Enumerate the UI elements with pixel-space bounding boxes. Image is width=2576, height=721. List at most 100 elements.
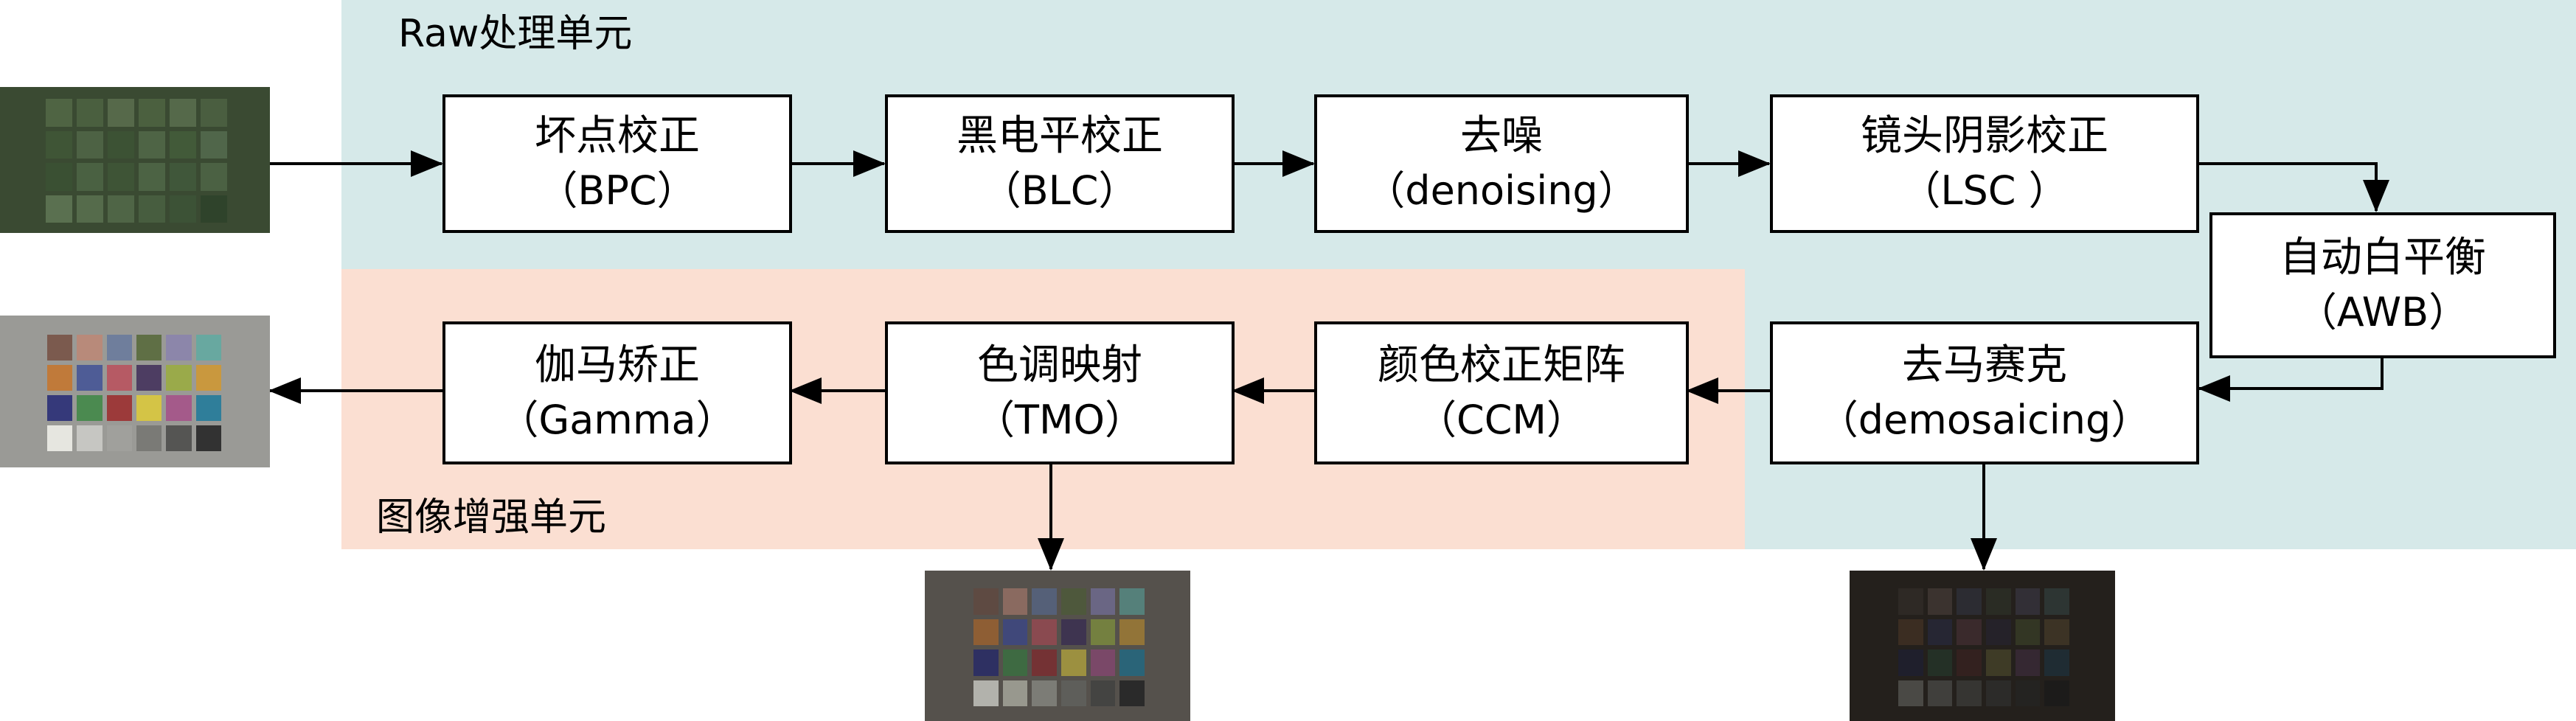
color-patch: [1032, 619, 1057, 645]
block-gamma: 伽马矫正 （Gamma）: [442, 321, 792, 464]
color-patch: [1957, 619, 1982, 645]
color-patch: [170, 130, 196, 159]
raw-region-label: Raw处理单元: [398, 12, 633, 56]
color-patch: [106, 365, 132, 391]
color-patch: [1061, 680, 1086, 706]
block-ccm: 颜色校正矩阵 （CCM）: [1314, 321, 1689, 464]
color-patch: [1986, 588, 2011, 615]
color-patch: [201, 130, 227, 159]
color-patch: [139, 130, 165, 159]
color-patch: [2044, 680, 2069, 706]
color-patch: [1119, 588, 1145, 615]
block-bpc: 坏点校正 （BPC）: [442, 94, 792, 233]
color-patch: [1090, 588, 1116, 615]
color-patch: [1002, 680, 1028, 706]
color-patch: [106, 395, 132, 421]
block-demosaic: 去马赛克 （demosaicing）: [1770, 321, 2199, 464]
color-patch: [139, 195, 165, 223]
color-patch: [1957, 588, 1982, 615]
color-patch: [973, 680, 999, 706]
color-patch: [1119, 649, 1145, 676]
color-patch: [973, 619, 999, 645]
block-blc: 黑电平校正 （BLC）: [885, 94, 1235, 233]
color-patch: [195, 425, 221, 451]
color-patch: [108, 195, 134, 223]
color-patch: [2015, 649, 2041, 676]
block-lsc: 镜头阴影校正 （LSC ）: [1770, 94, 2199, 233]
color-patch: [77, 195, 103, 223]
arrow-lsc-to-awb: [2198, 162, 2389, 212]
block-ccm-abbr: （CCM）: [1416, 397, 1586, 443]
color-patch: [1090, 649, 1116, 676]
color-patch: [1898, 680, 1923, 706]
color-patch: [2044, 649, 2069, 676]
block-tmo-name: 色调映射: [977, 341, 1142, 389]
color-patch: [2044, 619, 2069, 645]
color-patch: [1061, 619, 1086, 645]
color-patch: [2044, 588, 2069, 615]
color-patch: [77, 130, 103, 159]
color-patch: [166, 335, 192, 360]
color-patch: [166, 425, 192, 451]
color-patch: [136, 425, 162, 451]
block-demosaic-abbr: （demosaicing）: [1818, 397, 2151, 443]
color-patch: [1898, 588, 1923, 615]
color-patch: [2015, 680, 2041, 706]
color-patch: [108, 130, 134, 159]
arrow-awb-to-demosaic: [2198, 358, 2384, 402]
block-denoise-name: 去噪: [1460, 112, 1543, 160]
block-gamma-abbr: （Gamma）: [499, 397, 736, 443]
color-patch: [1061, 649, 1086, 676]
block-awb-abbr: （AWB）: [2296, 289, 2469, 335]
color-patch: [1061, 588, 1086, 615]
color-patch: [77, 425, 103, 451]
tmo-output-image: [925, 571, 1190, 721]
color-patch: [1032, 588, 1057, 615]
block-demosaic-name: 去马赛克: [1902, 341, 2067, 389]
color-patch: [1986, 619, 2011, 645]
color-patch: [1927, 619, 1953, 645]
color-patch: [46, 195, 72, 223]
color-patch: [1986, 649, 2011, 676]
block-bpc-name: 坏点校正: [535, 112, 700, 160]
color-patch: [2015, 619, 2041, 645]
color-patch: [170, 99, 196, 127]
color-patch: [136, 395, 162, 421]
color-patch: [1119, 680, 1145, 706]
block-tmo: 色调映射 （TMO）: [885, 321, 1235, 464]
input-raw-image: [0, 87, 270, 233]
color-patch: [973, 588, 999, 615]
color-patch: [47, 395, 73, 421]
color-patch: [108, 163, 134, 191]
color-patch: [106, 425, 132, 451]
color-patch: [47, 365, 73, 391]
color-patch: [195, 365, 221, 391]
color-patch: [166, 395, 192, 421]
color-patch: [77, 163, 103, 191]
color-patch: [1002, 619, 1028, 645]
color-patch: [77, 99, 103, 127]
color-patch: [46, 163, 72, 191]
block-denoise: 去噪 （denoising）: [1314, 94, 1689, 233]
color-patch: [1002, 588, 1028, 615]
color-patch: [195, 395, 221, 421]
block-gamma-name: 伽马矫正: [535, 341, 700, 389]
color-patch: [1986, 680, 2011, 706]
block-denoise-abbr: （denoising）: [1365, 167, 1638, 214]
color-patch: [1927, 649, 1953, 676]
color-patch: [77, 365, 103, 391]
color-patch: [973, 649, 999, 676]
color-patch: [136, 365, 162, 391]
color-patch: [1090, 619, 1116, 645]
color-patch: [1898, 649, 1923, 676]
color-patch: [47, 335, 73, 360]
color-patch: [106, 335, 132, 360]
color-patch: [46, 130, 72, 159]
gamma-output-image: [0, 316, 270, 467]
color-patch: [1957, 649, 1982, 676]
color-patch: [1898, 619, 1923, 645]
block-awb: 自动白平衡 （AWB）: [2209, 212, 2556, 358]
color-patch: [108, 99, 134, 127]
block-awb-name: 自动白平衡: [2280, 234, 2486, 282]
block-lsc-name: 镜头阴影校正: [1861, 112, 2108, 160]
